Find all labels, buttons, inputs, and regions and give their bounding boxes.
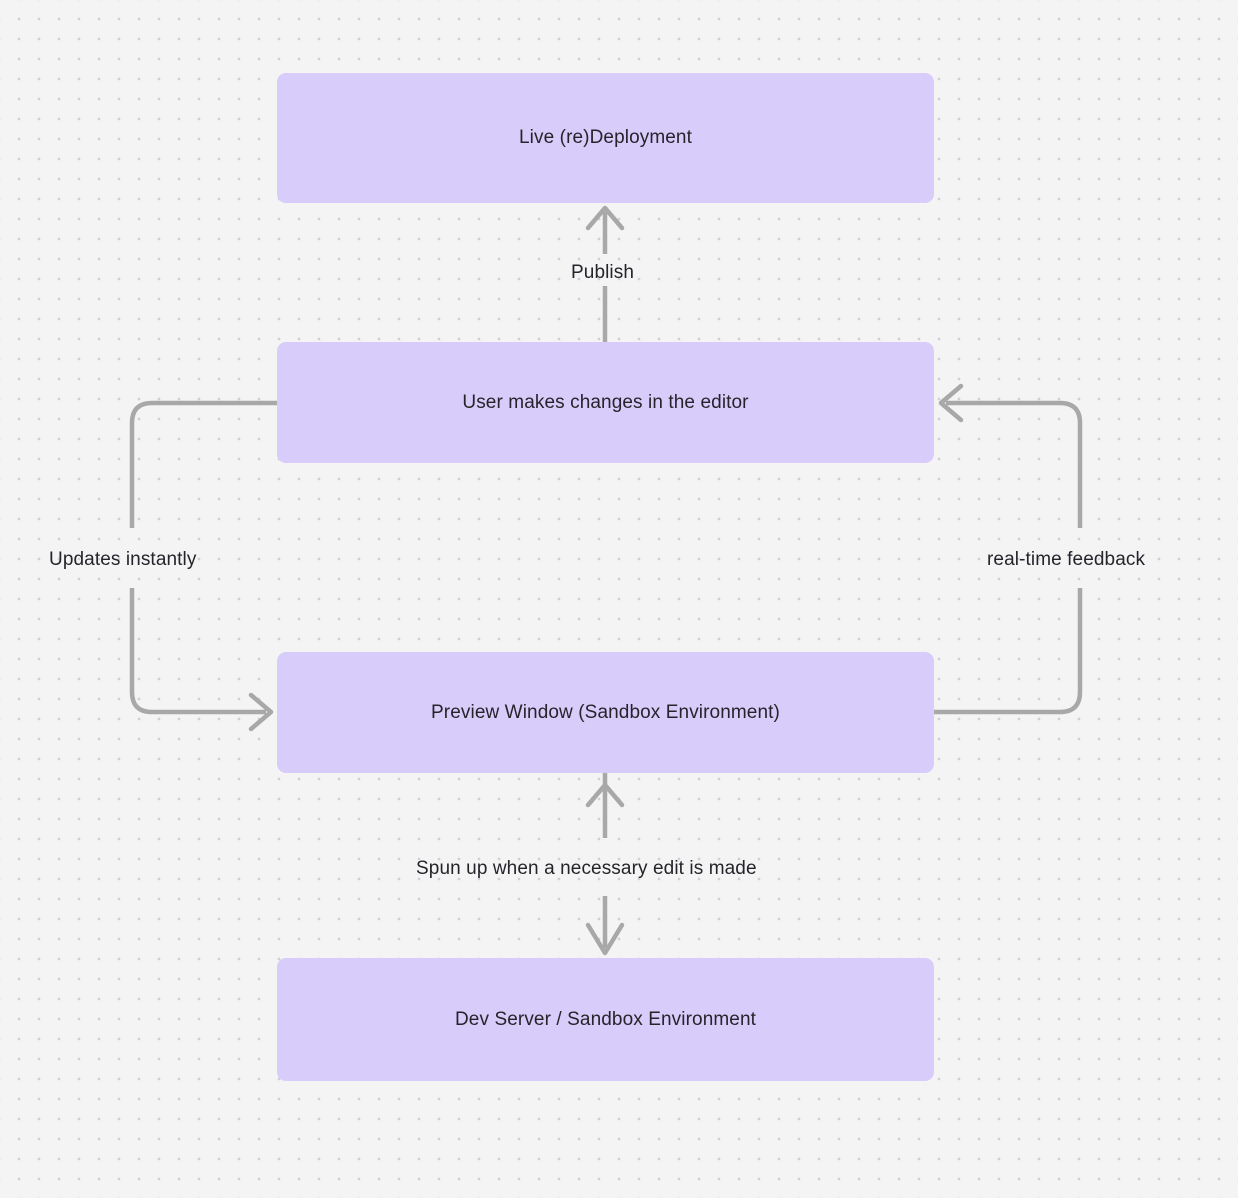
node-preview-window[interactable]: Preview Window (Sandbox Environment) xyxy=(277,652,934,773)
node-user-edits-label: User makes changes in the editor xyxy=(462,391,749,413)
node-live-deployment-label: Live (re)Deployment xyxy=(519,127,692,149)
edge-label-spun-up: Spun up when a necessary edit is made xyxy=(416,858,757,879)
edge-label-updates-instantly: Updates instantly xyxy=(49,549,197,570)
node-live-deployment[interactable]: Live (re)Deployment xyxy=(277,73,934,203)
node-preview-window-label: Preview Window (Sandbox Environment) xyxy=(431,701,780,723)
edge-label-publish: Publish xyxy=(571,262,635,283)
node-user-edits[interactable]: User makes changes in the editor xyxy=(277,342,934,463)
node-dev-server-label: Dev Server / Sandbox Environment xyxy=(454,1008,756,1030)
node-dev-server[interactable]: Dev Server / Sandbox Environment xyxy=(277,958,934,1081)
edge-label-real-time-feedback: real-time feedback xyxy=(987,549,1146,570)
